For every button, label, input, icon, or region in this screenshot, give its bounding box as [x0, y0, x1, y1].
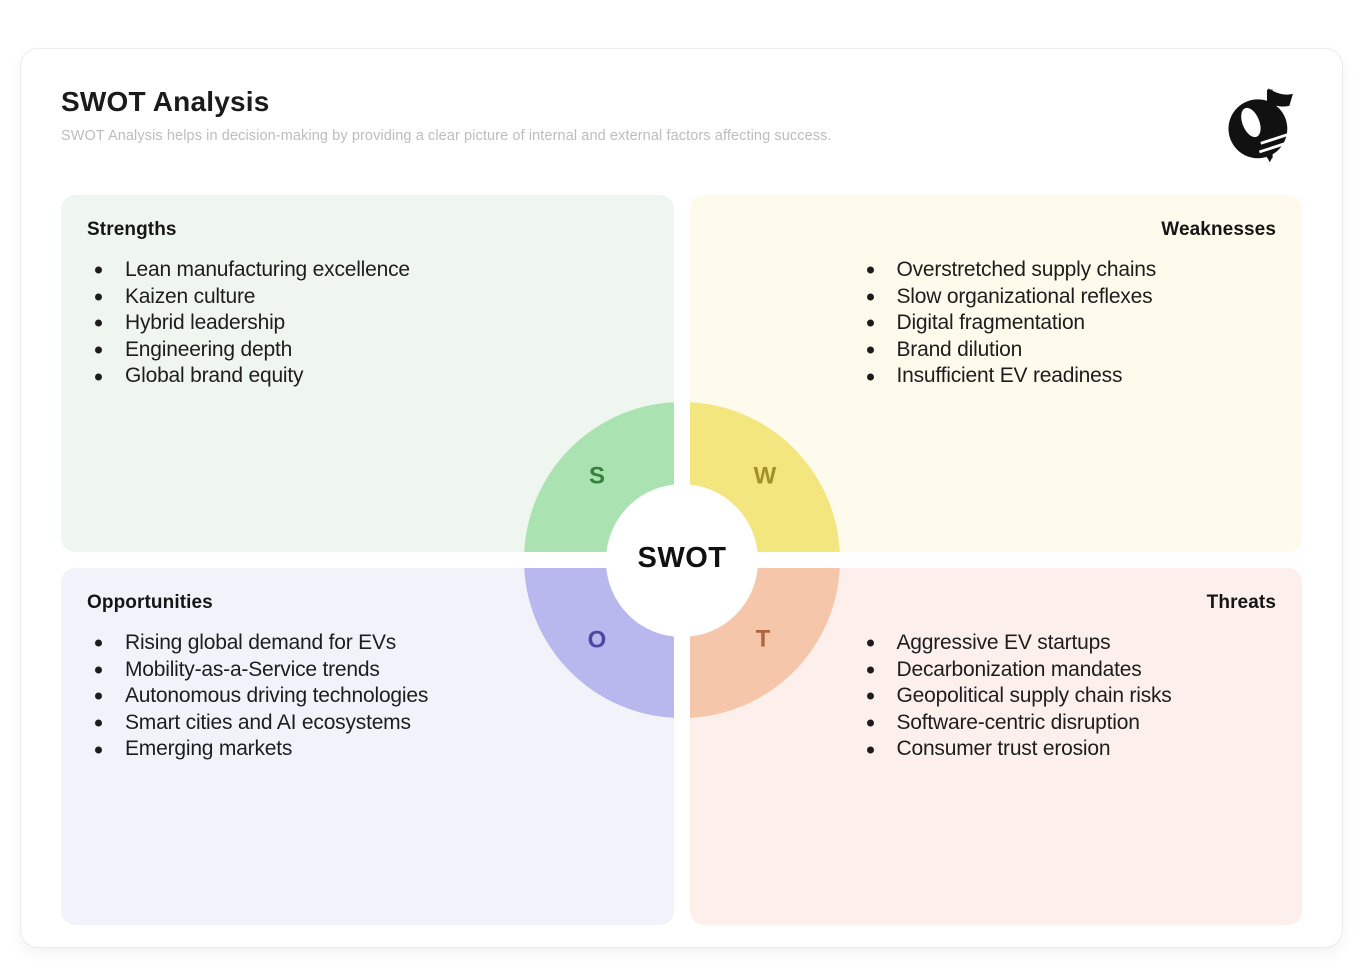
list-item: Overstretched supply chains — [863, 257, 1277, 284]
quadrant-title-opportunities: Opportunities — [87, 592, 213, 613]
page-subtitle: SWOT Analysis helps in decision-making b… — [61, 128, 832, 144]
swot-card: SWOT Analysis SWOT Analysis helps in dec… — [20, 48, 1343, 948]
quadrant-opportunities: Opportunities Rising global demand for E… — [61, 568, 674, 925]
page-title: SWOT Analysis — [61, 86, 270, 117]
list-item: Kaizen culture — [91, 284, 648, 311]
list-item: Slow organizational reflexes — [863, 284, 1277, 311]
gothic-g-logo-icon — [1225, 84, 1295, 163]
list-item: Global brand equity — [91, 363, 648, 390]
list-item: Insufficient EV readiness — [863, 363, 1277, 390]
list-item: Brand dilution — [863, 337, 1277, 364]
list-item: Autonomous driving technologies — [91, 683, 648, 710]
quadrant-title-threats: Threats — [1206, 592, 1276, 613]
list-item: Hybrid leadership — [91, 310, 648, 337]
list-item: Smart cities and AI ecosystems — [91, 710, 648, 737]
header: SWOT Analysis SWOT Analysis helps in dec… — [21, 49, 1342, 163]
list-item: Decarbonization mandates — [863, 657, 1277, 684]
quadrant-title-weaknesses: Weaknesses — [1161, 219, 1276, 240]
list-item: Geopolitical supply chain risks — [863, 683, 1277, 710]
list-item: Lean manufacturing excellence — [91, 257, 648, 284]
list-item: Aggressive EV startups — [863, 630, 1277, 657]
list-item: Consumer trust erosion — [863, 736, 1277, 763]
list-item: Engineering depth — [91, 337, 648, 364]
list-item: Digital fragmentation — [863, 310, 1277, 337]
header-titles: SWOT Analysis SWOT Analysis helps in dec… — [61, 86, 832, 144]
list-item: Mobility-as-a-Service trends — [91, 657, 648, 684]
list-item: Emerging markets — [91, 736, 648, 763]
quadrant-title-strengths: Strengths — [87, 219, 177, 240]
hub-gap-vertical — [673, 390, 690, 730]
hub-gap-horizontal — [511, 552, 852, 568]
gothic-g-logo-svg — [1228, 88, 1293, 163]
list-item: Software-centric disruption — [863, 710, 1277, 737]
list-item: Rising global demand for EVs — [91, 630, 648, 657]
